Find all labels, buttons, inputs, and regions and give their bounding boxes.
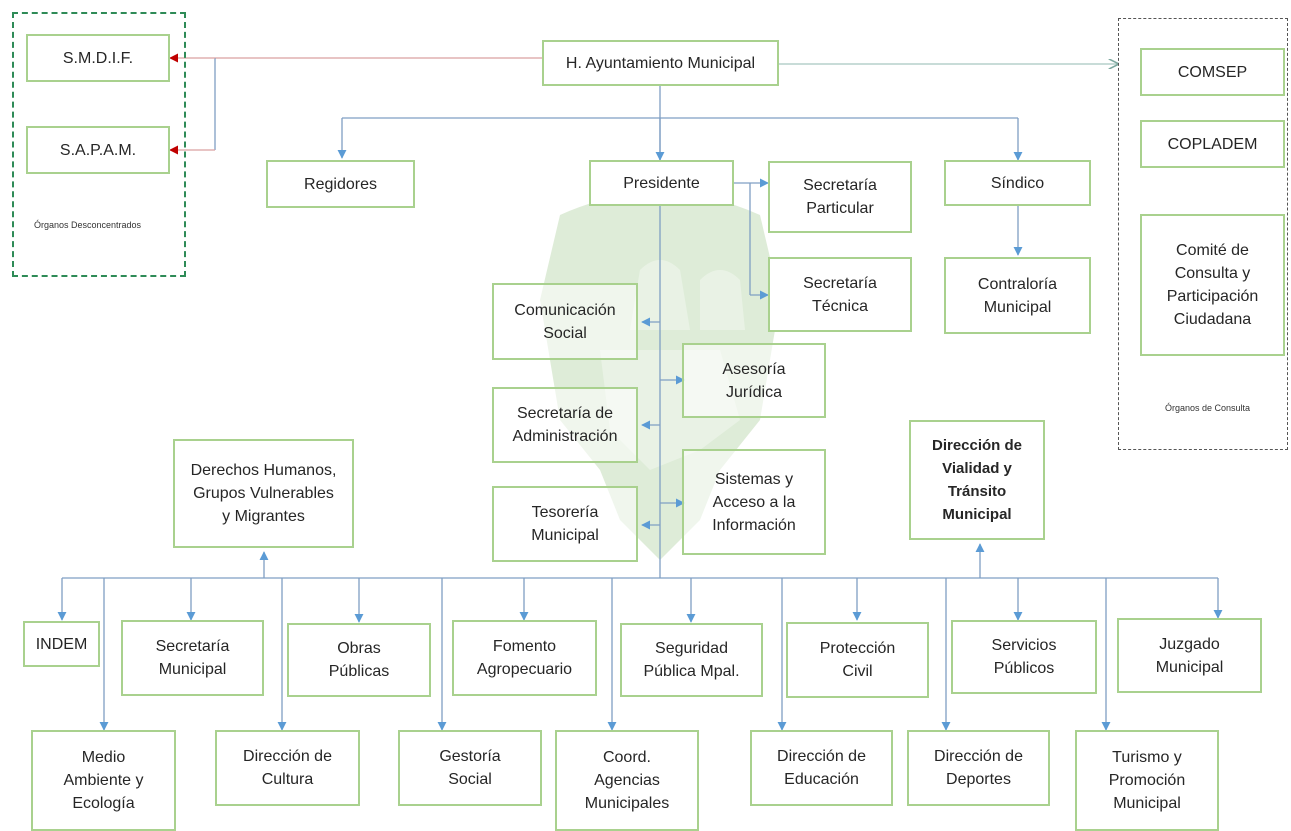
secretaria-particular-box: Secretaría Particular xyxy=(768,161,912,233)
obras-publicas-box: Obras Públicas xyxy=(287,623,431,697)
comite-consulta-box: Comité de Consulta y Participación Ciuda… xyxy=(1140,214,1285,356)
direccion-cultura-box: Dirección de Cultura xyxy=(215,730,360,806)
sapam-box: S.A.P.A.M. xyxy=(26,126,170,174)
organos-desconcentrados-caption: Órganos Desconcentrados xyxy=(34,220,142,230)
organos-de-consulta-caption: Órganos de Consulta xyxy=(1165,403,1251,413)
secretaria-municipal-box: Secretaría Municipal xyxy=(121,620,264,696)
sindico-box: Síndico xyxy=(944,160,1091,206)
presidente-box: Presidente xyxy=(589,160,734,206)
proteccion-civil-box: Protección Civil xyxy=(786,622,929,698)
contraloria-box: Contraloría Municipal xyxy=(944,257,1091,334)
smdif-box: S.M.D.I.F. xyxy=(26,34,170,82)
organos-de-consulta-group xyxy=(1118,18,1288,450)
ayuntamiento-box: H. Ayuntamiento Municipal xyxy=(542,40,779,86)
direccion-deportes-box: Dirección de Deportes xyxy=(907,730,1050,806)
secretaria-tecnica-box: Secretaría Técnica xyxy=(768,257,912,332)
secretaria-administracion-box: Secretaría de Administración xyxy=(492,387,638,463)
indem-box: INDEM xyxy=(23,621,100,667)
derechos-humanos-box: Derechos Humanos, Grupos Vulnerables y M… xyxy=(173,439,354,548)
comunicacion-social-box: Comunicación Social xyxy=(492,283,638,360)
servicios-publicos-box: Servicios Públicos xyxy=(951,620,1097,694)
gestoria-social-box: Gestoría Social xyxy=(398,730,542,806)
vialidad-transito-box: Dirección de Vialidad y Tránsito Municip… xyxy=(909,420,1045,540)
coord-agencias-box: Coord. Agencias Municipales xyxy=(555,730,699,831)
direccion-educacion-box: Dirección de Educación xyxy=(750,730,893,806)
tesoreria-box: Tesorería Municipal xyxy=(492,486,638,562)
sistemas-acceso-box: Sistemas y Acceso a la Información xyxy=(682,449,826,555)
turismo-promocion-box: Turismo y Promoción Municipal xyxy=(1075,730,1219,831)
seguridad-publica-box: Seguridad Pública Mpal. xyxy=(620,623,763,697)
comsep-box: COMSEP xyxy=(1140,48,1285,96)
regidores-box: Regidores xyxy=(266,160,415,208)
asesoria-juridica-box: Asesoría Jurídica xyxy=(682,343,826,418)
juzgado-municipal-box: Juzgado Municipal xyxy=(1117,618,1262,693)
organos-desconcentrados-group xyxy=(12,12,186,277)
fomento-agropecuario-box: Fomento Agropecuario xyxy=(452,620,597,696)
copladem-box: COPLADEM xyxy=(1140,120,1285,168)
medio-ambiente-box: Medio Ambiente y Ecología xyxy=(31,730,176,831)
